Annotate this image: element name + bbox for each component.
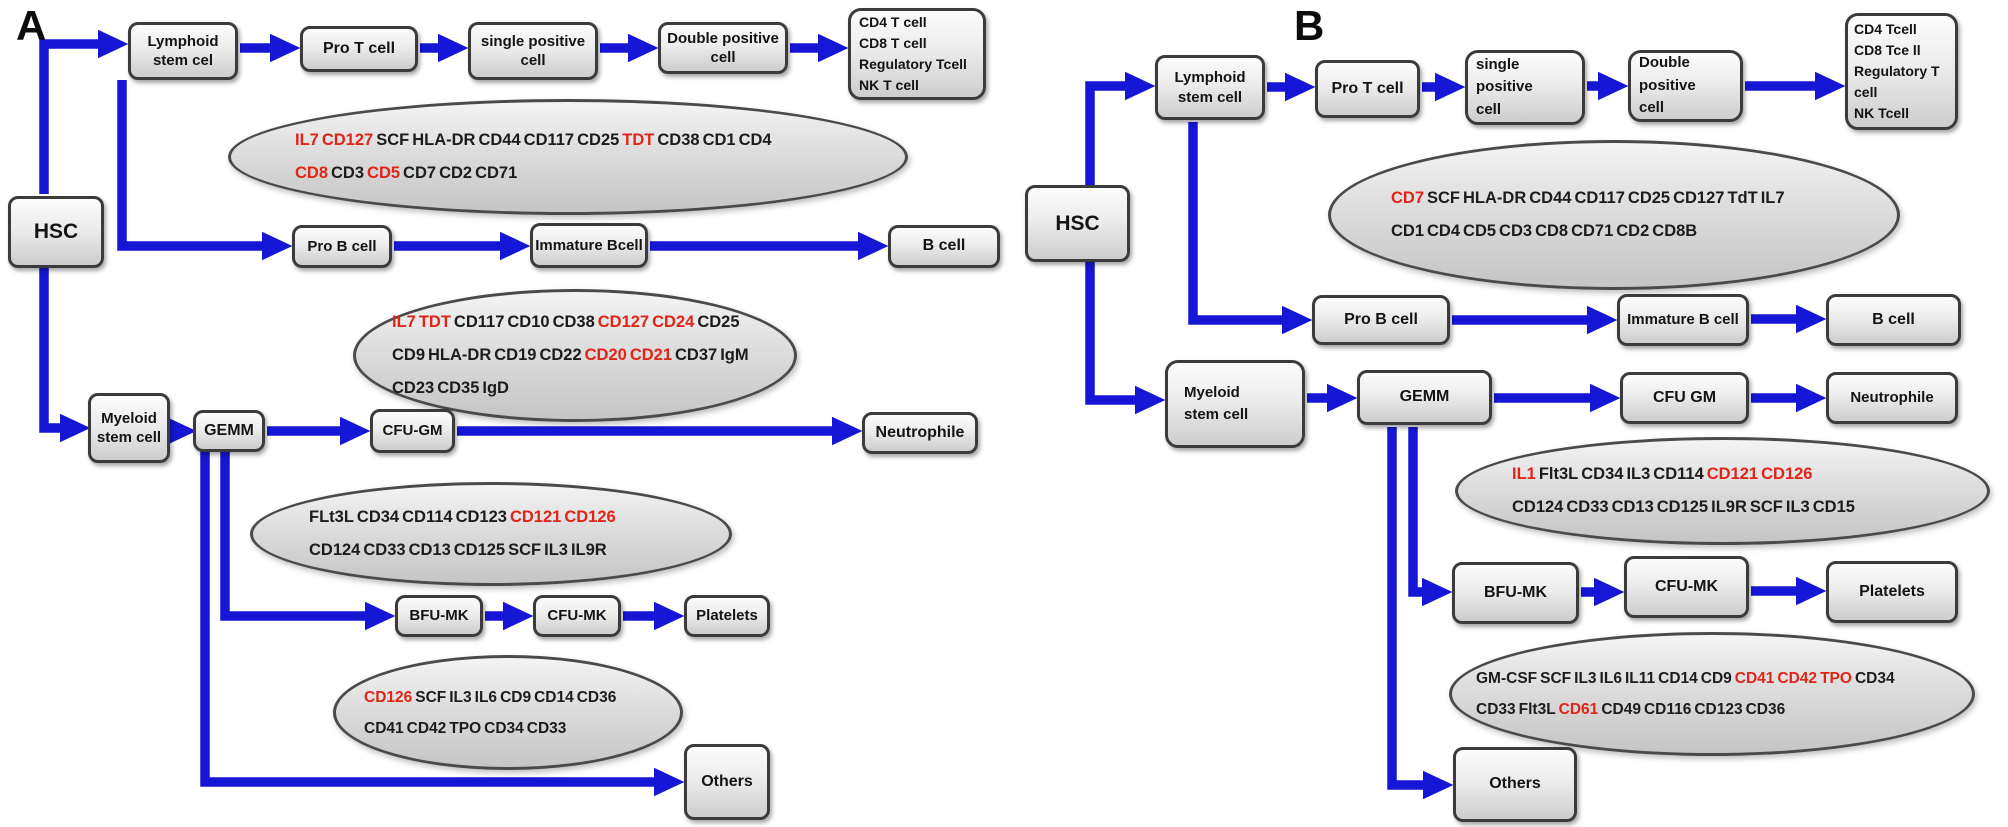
cfu-mk-box-b: CFU-MK bbox=[1624, 556, 1749, 618]
gemm-box-a: GEMM bbox=[193, 410, 265, 452]
arrow-lymphoid-to-prob-a bbox=[117, 80, 293, 261]
arrow-hsc-to-lymphoid-a bbox=[39, 29, 129, 194]
immature-b-cell-box-b: Immature B cell bbox=[1617, 294, 1749, 346]
neutrophile-box-b: Neutrophile bbox=[1826, 372, 1958, 424]
arrow-lymphoid-to-prob-b bbox=[1188, 122, 1313, 335]
pro-t-cell-box-b: Pro T cell bbox=[1315, 60, 1420, 118]
immature-b-cell-box-a: Immature Bcell bbox=[530, 223, 648, 268]
arrow-hsc-to-lymphoid-b bbox=[1085, 71, 1156, 185]
arrow-gemm-to-others-a bbox=[200, 450, 685, 797]
arrow-gemm-to-bfumk-b bbox=[1408, 427, 1453, 607]
neutrophile-box-a: Neutrophile bbox=[862, 412, 978, 454]
panel-a-label: A bbox=[16, 2, 47, 49]
arrow-gemm-to-others-b bbox=[1387, 427, 1454, 800]
pro-b-cell-box-a: Pro B cell bbox=[292, 225, 392, 268]
hsc-box-a: HSC bbox=[8, 196, 104, 268]
bfu-mk-box-a: BFU-MK bbox=[395, 595, 483, 637]
bfu-mk-box-b: BFU-MK bbox=[1452, 562, 1579, 624]
gemm-box-b: GEMM bbox=[1357, 370, 1492, 425]
arrow-hsc-to-myeloid-a bbox=[39, 266, 91, 443]
cfu-mk-box-a: CFU-MK bbox=[533, 595, 621, 637]
arrow-hsc-to-myeloid-b bbox=[1085, 262, 1166, 415]
panel-b-label: B bbox=[1294, 2, 1325, 49]
b-cell-box-b: B cell bbox=[1826, 294, 1961, 346]
hsc-box-b: HSC bbox=[1025, 185, 1130, 262]
arrow-gemm-to-bfumk-a bbox=[220, 450, 396, 631]
platelets-box-a: Platelets bbox=[684, 595, 770, 637]
pro-b-cell-box-b: Pro B cell bbox=[1312, 295, 1450, 345]
others-box-b: Others bbox=[1453, 747, 1577, 822]
cfu-gm-box-a: CFU-GM bbox=[370, 409, 455, 453]
pro-t-cell-box-a: Pro T cell bbox=[300, 26, 418, 72]
cfu-gm-box-b: CFU GM bbox=[1620, 372, 1749, 424]
platelets-box-b: Platelets bbox=[1826, 561, 1958, 623]
b-cell-box-a: B cell bbox=[888, 225, 1000, 268]
others-box-a: Others bbox=[684, 744, 770, 820]
